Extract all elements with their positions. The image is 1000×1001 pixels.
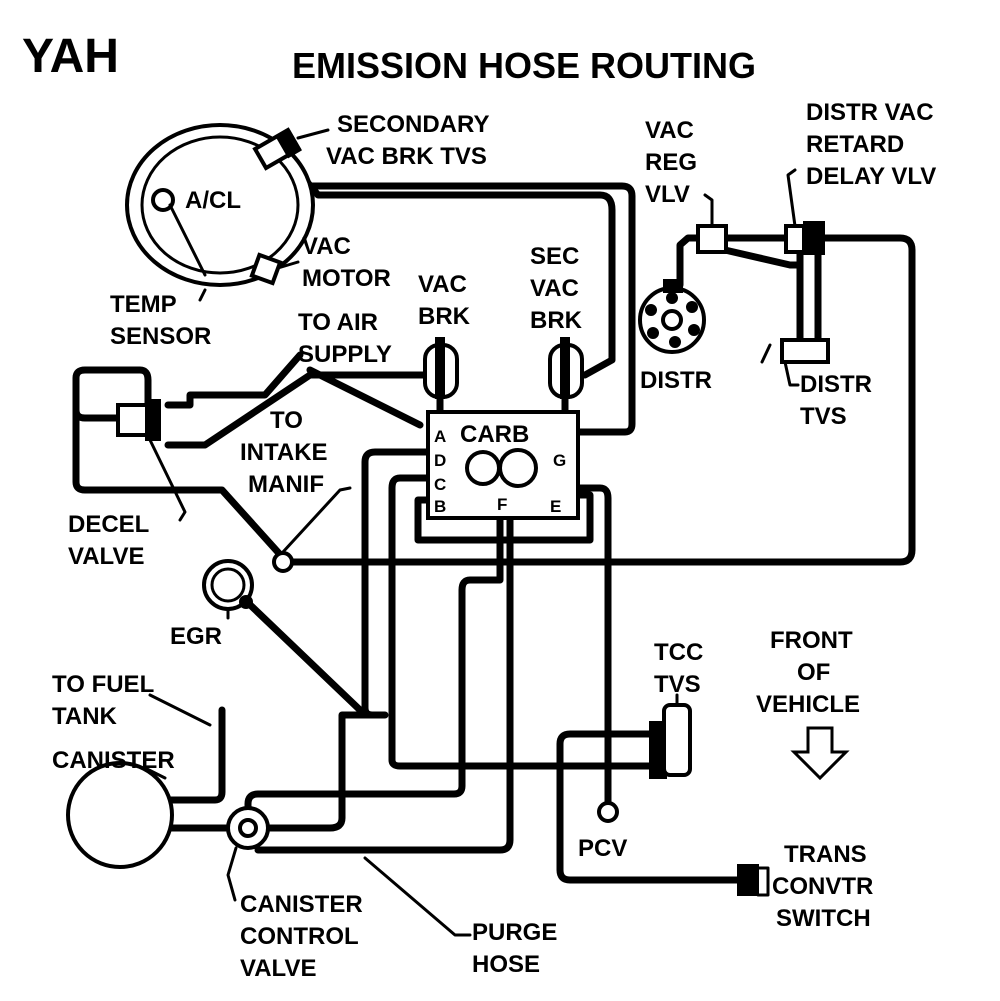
label-sec-vac-brk-2: VAC: [530, 275, 579, 302]
label-vac-reg-1: VAC: [645, 117, 694, 144]
label-to-air-2: SUPPLY: [298, 341, 392, 368]
label-distr-vac-1: DISTR VAC: [806, 99, 934, 126]
carb-port-a: A: [434, 427, 446, 446]
canister-control-valve: [226, 806, 270, 902]
carb-label: CARB: [460, 421, 529, 448]
label-purge-hose-1: PURGE: [472, 919, 557, 946]
label-tcc-tvs-2: TVS: [654, 671, 701, 698]
label-temp-sensor-1: TEMP: [110, 291, 177, 318]
hose-carb-f-second: [254, 511, 514, 854]
temp-sensor-leader: [198, 288, 207, 302]
label-egr: EGR: [170, 623, 222, 650]
label-to-intake-1: TO: [270, 407, 303, 434]
text-labels: YAH EMISSION HOSE ROUTING SECONDARY VAC …: [22, 30, 936, 982]
tcc-tvs: [649, 693, 692, 779]
carburetor: CARB A D C B F E G: [426, 410, 580, 520]
label-canister-control-3: VALVE: [240, 955, 316, 982]
hose-egr: [241, 596, 364, 714]
label-trans-3: SWITCH: [776, 905, 871, 932]
canister: [66, 761, 174, 869]
label-vac-brk-tvs: VAC BRK TVS: [326, 143, 487, 170]
label-sec-vac-brk-3: BRK: [530, 307, 583, 334]
pcv-valve: [597, 801, 619, 823]
label-to-intake-2: INTAKE: [240, 439, 328, 466]
label-fuel-tank-1: TO FUEL: [52, 671, 154, 698]
hose-canister-to-fuel-tank: [111, 706, 226, 804]
label-distr-vac-2: RETARD: [806, 131, 904, 158]
label-canister: CANISTER: [52, 747, 175, 774]
label-temp-sensor-2: SENSOR: [110, 323, 211, 350]
hose-air-supply-diag: [306, 366, 424, 429]
egr-valve: [202, 559, 254, 611]
label-pcv: PCV: [578, 835, 627, 862]
label-vac-motor-2: MOTOR: [302, 265, 391, 292]
label-vac-brk-2: BRK: [418, 303, 471, 330]
hose-tcc-tvs: [556, 730, 744, 884]
hose-decel-to-carb: [164, 371, 314, 449]
label-fuel-tank-2: TANK: [52, 703, 118, 730]
carb-port-e: E: [550, 497, 561, 516]
label-front-3: VEHICLE: [756, 691, 860, 718]
decel-valve: [116, 399, 187, 522]
label-front-1: FRONT: [770, 627, 853, 654]
fuel-tank-leader: [148, 693, 212, 727]
secondary-vac-brk-tvs: [252, 127, 330, 171]
distributor: [638, 279, 706, 354]
intake-manifold-port: [272, 486, 352, 573]
label-trans-1: TRANS: [784, 841, 867, 868]
label-trans-2: CONVTR: [772, 873, 873, 900]
carb-port-b: B: [434, 497, 446, 516]
label-distr: DISTR: [640, 367, 712, 394]
label-front-2: OF: [797, 659, 830, 686]
hose-carb-f-purge: [244, 511, 504, 819]
hose-sec-vac-brk: [276, 146, 616, 379]
label-sec-vac-brk-1: SEC: [530, 243, 579, 270]
hose-decel-lower-loop: [72, 406, 289, 564]
label-vac-brk-1: VAC: [418, 271, 467, 298]
label-to-air-1: TO AIR: [298, 309, 378, 336]
distr-vac-retard-delay-valve: [784, 168, 825, 255]
label-vac-motor-1: VAC: [302, 233, 351, 260]
label-distr-tvs-2: TVS: [800, 403, 847, 430]
hose-retard-to-distr-tvs: [796, 246, 822, 344]
hose-decel-to-air: [164, 351, 304, 409]
label-distr-vac-3: DELAY VLV: [806, 163, 936, 190]
vac-motor: [249, 252, 300, 286]
carb-port-g: G: [553, 451, 566, 470]
label-decel-2: VALVE: [68, 543, 144, 570]
label-decel-1: DECEL: [68, 511, 149, 538]
sec-vac-brk-diaphragm: [548, 337, 584, 399]
trans-convtr-switch: [737, 864, 770, 897]
hose-carb-d: [361, 448, 432, 719]
front-arrow-icon: [790, 726, 850, 781]
hose-carb-g-loop: [301, 182, 636, 436]
distr-tvs: [760, 338, 830, 387]
hose-carb-c: [388, 474, 654, 770]
hose-purge: [258, 711, 376, 832]
label-vac-reg-3: VLV: [645, 181, 690, 208]
label-tcc-tvs-1: TCC: [654, 639, 703, 666]
hose-carb-b: [414, 491, 594, 544]
engine-code: YAH: [22, 30, 119, 83]
hose-intake-manif: [281, 234, 916, 566]
label-canister-control-2: CONTROL: [240, 923, 359, 950]
carb-port-f: F: [497, 495, 507, 514]
purge-hose-leader: [363, 856, 472, 937]
label-secondary: SECONDARY: [337, 111, 489, 138]
label-to-intake-3: MANIF: [248, 471, 324, 498]
carb-port-d: D: [434, 451, 446, 470]
carb-port-c: C: [434, 475, 446, 494]
label-purge-hose-2: HOSE: [472, 951, 540, 978]
vac-reg-valve: [696, 193, 728, 254]
air-cleaner-label: A/CL: [185, 187, 241, 214]
hose-vac-reg-to-distr: [676, 234, 704, 289]
hose-carb-e-pcv: [574, 484, 612, 809]
label-vac-reg-2: REG: [645, 149, 697, 176]
label-canister-control-1: CANISTER: [240, 891, 363, 918]
hose-network: [72, 146, 916, 884]
label-distr-tvs-1: DISTR: [800, 371, 872, 398]
vac-brk-diaphragm: [423, 337, 459, 399]
diagram-title: EMISSION HOSE ROUTING: [292, 45, 756, 86]
